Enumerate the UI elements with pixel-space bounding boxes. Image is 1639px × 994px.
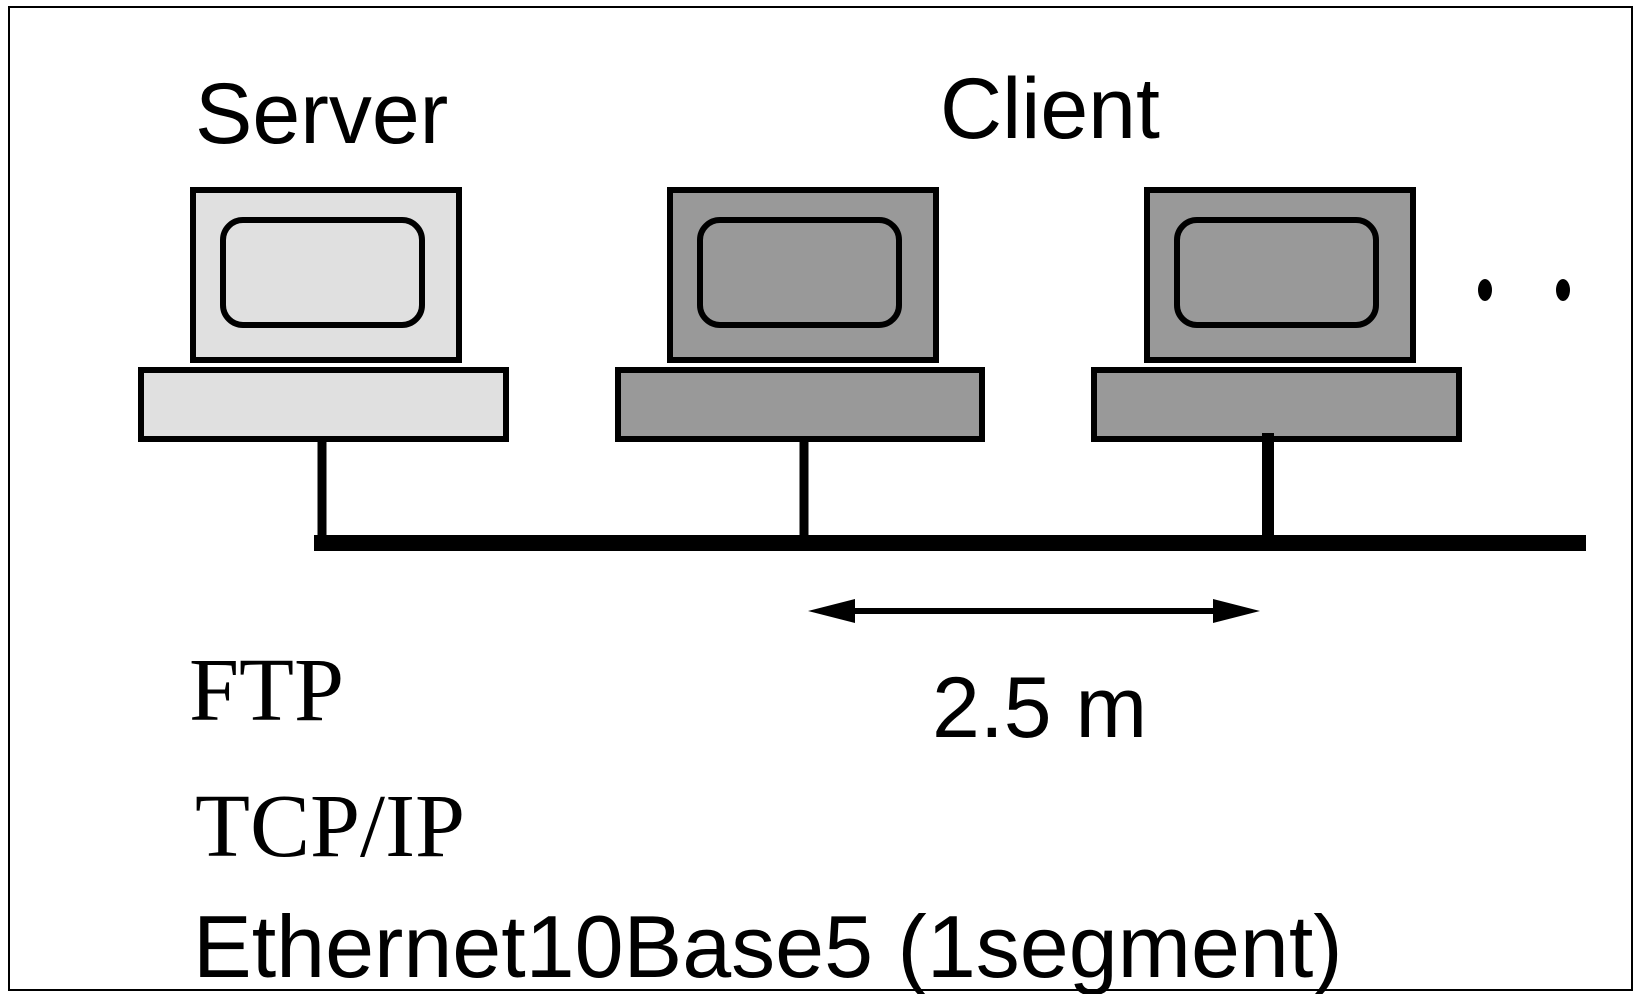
client-2-base <box>1091 367 1462 442</box>
diagram-frame <box>8 6 1633 991</box>
client-1-base <box>615 367 985 442</box>
distance-arrow-left-head <box>808 599 855 623</box>
protocol-ftp: FTP <box>189 641 344 740</box>
client-1-screen <box>697 217 902 328</box>
server-computer <box>138 187 509 543</box>
client-computer-2 <box>1091 187 1462 543</box>
server-base <box>138 367 509 442</box>
ellipsis-dot-1 <box>1478 279 1492 301</box>
distance-label: 2.5 m <box>932 660 1147 756</box>
client-computer-1 <box>615 187 985 543</box>
client-label: Client <box>940 61 1160 157</box>
protocol-tcpip: TCP/IP <box>195 777 465 876</box>
protocol-ethernet: Ethernet10Base5 (1segment) <box>193 897 1343 994</box>
server-label: Server <box>195 66 448 162</box>
distance-arrow-right-head <box>1213 599 1260 623</box>
client-2-screen <box>1174 217 1379 328</box>
ellipsis-dot-2 <box>1556 279 1570 301</box>
ellipsis-dots <box>1478 279 1570 301</box>
server-screen <box>220 217 425 328</box>
distance-arrow <box>808 599 1260 623</box>
